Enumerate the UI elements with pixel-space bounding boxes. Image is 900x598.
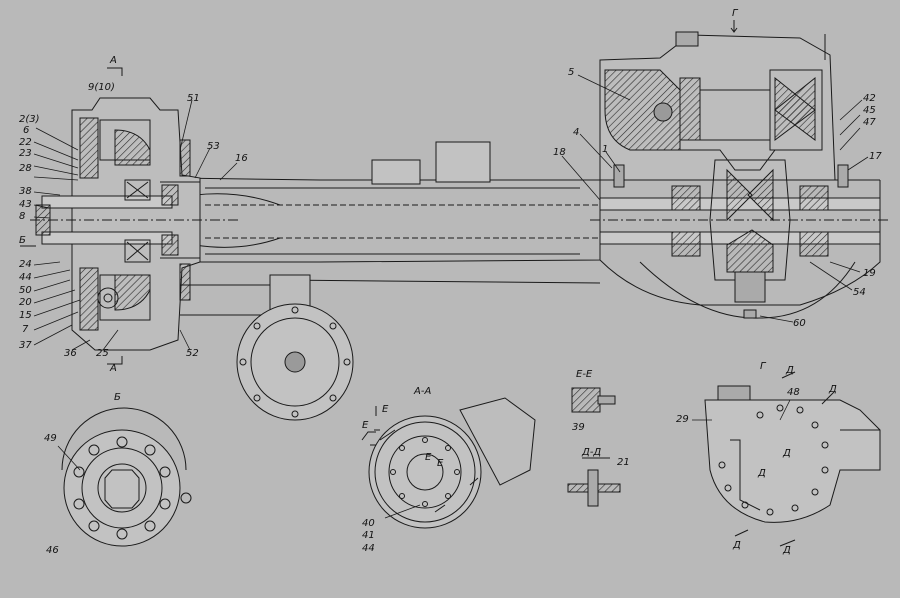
view-title-dd: Д-Д (582, 447, 602, 458)
brake-chamber-view (180, 274, 354, 421)
differential-carrier (590, 159, 890, 319)
callout-2-3: 2(3) (19, 114, 40, 125)
flange-stud-holes (73, 436, 171, 540)
callout-6: 6 (23, 125, 30, 136)
callout-60: 60 (793, 318, 806, 329)
leader-lines (33, 74, 869, 519)
callout-45: 45 (863, 105, 876, 116)
section-marker-a-top: А (110, 55, 117, 66)
section-mark-e-2: Е (382, 404, 389, 415)
drum-bolt-holes (239, 306, 351, 418)
callout-15: 15 (19, 310, 32, 321)
callout-40: 40 (362, 518, 375, 529)
callout-44-aa: 44 (362, 543, 375, 554)
callout-52: 52 (186, 348, 199, 359)
axle-housing (174, 141, 601, 284)
section-mark-e-4: Е (437, 458, 444, 469)
callout-53: 53 (207, 141, 220, 152)
callout-29: 29 (676, 414, 689, 425)
section-marker-b: Б (19, 235, 26, 246)
section-mark-d-6: Д (783, 545, 791, 556)
view-title-aa: А-А (414, 386, 432, 397)
view-title-b: Б (114, 392, 121, 403)
callout-39: 39 (572, 422, 585, 433)
callout-4: 4 (573, 127, 580, 138)
section-mark-e-1: Е (362, 420, 369, 431)
section-mark-d-5: Д (733, 540, 741, 551)
callout-43: 43 (19, 199, 32, 210)
callout-28: 28 (19, 163, 32, 174)
callout-20: 20 (19, 297, 32, 308)
callout-17: 17 (869, 151, 882, 162)
callout-5: 5 (568, 67, 575, 78)
main-gear-housing (599, 31, 880, 181)
view-b-flange (61, 407, 192, 547)
section-mark-e-3: Е (425, 452, 432, 463)
callout-24: 24 (19, 259, 32, 270)
callout-23: 23 (19, 148, 32, 159)
callout-48: 48 (787, 387, 800, 398)
callout-42: 42 (863, 93, 876, 104)
callout-7: 7 (22, 324, 29, 335)
section-ee (571, 387, 616, 413)
view-title-g: Г (760, 361, 766, 372)
callout-44: 44 (19, 272, 32, 283)
wheel-hub-section (30, 97, 240, 351)
callout-46: 46 (46, 545, 59, 556)
callout-16: 16 (235, 153, 248, 164)
callout-19: 19 (863, 268, 876, 279)
callout-51: 51 (187, 93, 200, 104)
callout-36: 36 (64, 348, 77, 359)
callout-54: 54 (853, 287, 866, 298)
callout-25: 25 (96, 348, 109, 359)
callout-1: 1 (602, 144, 609, 155)
section-mark-d-2: Д (829, 384, 837, 395)
section-mark-d-1: Д (786, 365, 794, 376)
view-g-housing (704, 385, 881, 523)
callout-41: 41 (362, 530, 375, 541)
section-mark-d-3: Д (783, 448, 791, 459)
callout-8: 8 (19, 211, 26, 222)
callout-9-10: 9(10) (88, 82, 115, 93)
callout-22: 22 (19, 137, 32, 148)
view-arrow-g: Г (732, 8, 738, 19)
section-mark-d-4: Д (758, 468, 766, 479)
section-arrows (20, 20, 835, 547)
callout-38: 38 (19, 186, 32, 197)
view-title-ee: Е-Е (576, 369, 593, 380)
section-dd (567, 469, 621, 507)
callout-47: 47 (863, 117, 876, 128)
callout-18: 18 (553, 147, 566, 158)
section-aa-brake (368, 397, 536, 529)
section-marker-a-bottom: А (110, 363, 117, 374)
brake-disc-holes (390, 437, 460, 507)
callout-50: 50 (19, 285, 32, 296)
cover-bolt-holes (718, 404, 829, 516)
callout-21: 21 (617, 457, 630, 468)
callout-49: 49 (44, 433, 57, 444)
callout-37: 37 (19, 340, 32, 351)
